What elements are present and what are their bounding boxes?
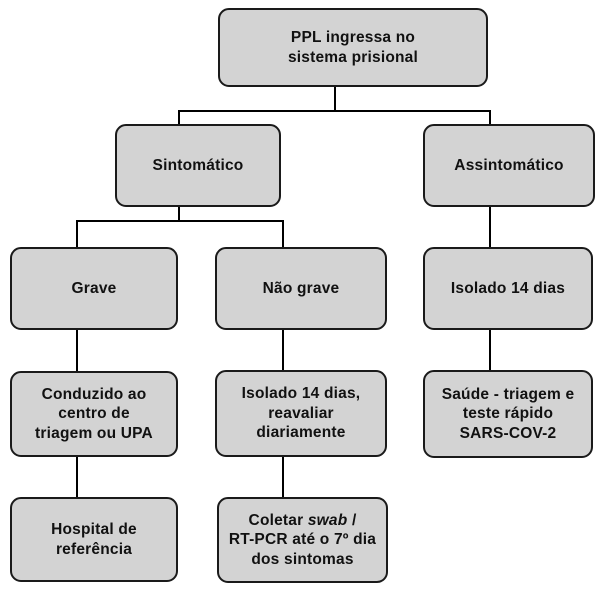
node-ppl-ingressa: PPL ingressa no sistema prisional <box>218 8 488 87</box>
connector-drop-assintomatico <box>489 110 491 126</box>
connector-split-level2 <box>76 220 284 222</box>
connector-drop-grave <box>76 220 78 249</box>
connector-drop-nao-grave <box>282 220 284 249</box>
node-label-line: Coletar swab / <box>249 511 357 531</box>
node-label-line: referência <box>55 540 133 558</box>
node-label-line: teste rápido <box>462 405 554 423</box>
connector-drop-sintomatico <box>178 110 180 126</box>
node-assintomatico: Assintomático <box>423 124 595 207</box>
connector-assintomatico-isolado <box>489 205 491 249</box>
node-label-line: Saúde - triagem e <box>441 385 575 403</box>
node-label-line: Isolado 14 dias <box>450 279 566 297</box>
node-label-line: triagem ou UPA <box>35 424 153 442</box>
node-label-line: Não grave <box>262 279 340 297</box>
node-label-line: SARS-COV-2 <box>459 424 557 442</box>
node-label-line: centro de <box>58 405 130 423</box>
connector-split-level1 <box>178 110 491 112</box>
node-label-segment: / <box>347 511 357 529</box>
node-conduzido-centro-triagem: Conduzido ao centro de triagem ou UPA <box>10 371 178 457</box>
node-label-line: Isolado 14 dias, <box>241 385 361 403</box>
node-label-line: diariamente <box>256 424 346 442</box>
node-label-line: Conduzido ao <box>41 385 147 403</box>
node-isolado-reavaliar: Isolado 14 dias, reavaliar diariamente <box>215 370 387 457</box>
connector-isolado-saude <box>489 328 491 372</box>
node-hospital-referencia: Hospital de referência <box>10 497 178 582</box>
node-label-segment-italic: swab <box>307 511 348 529</box>
node-grave: Grave <box>10 247 178 330</box>
node-label-line: RT-PCR até o 7º dia <box>228 531 377 549</box>
connector-isolado-coletar <box>282 455 284 499</box>
node-nao-grave: Não grave <box>215 247 387 330</box>
node-coletar-swab-rtpcr: Coletar swab / RT-PCR até o 7º dia dos s… <box>217 497 388 583</box>
connector-top-down <box>334 86 336 112</box>
node-label-line: PPL ingressa no <box>290 29 416 46</box>
connector-nao-grave-isolado <box>282 328 284 372</box>
node-label-line: sistema prisional <box>287 48 419 66</box>
node-label-line: reavaliar <box>268 404 334 422</box>
node-label-line: Grave <box>71 279 117 297</box>
node-label-segment: Coletar <box>248 511 308 529</box>
node-sintomatico: Sintomático <box>115 124 281 207</box>
connector-conduzido-hospital <box>76 455 78 499</box>
connector-sintomatico-down <box>178 205 180 222</box>
node-label-line: Assintomático <box>454 156 564 174</box>
connector-grave-conduzido <box>76 328 78 373</box>
node-isolado-14-dias: Isolado 14 dias <box>423 247 593 330</box>
node-label-line: Hospital de <box>51 521 137 538</box>
node-label-line: Sintomático <box>152 156 244 174</box>
node-saude-triagem-teste: Saúde - triagem e teste rápido SARS-COV-… <box>423 370 593 458</box>
node-label-line: dos sintomas <box>251 550 354 568</box>
